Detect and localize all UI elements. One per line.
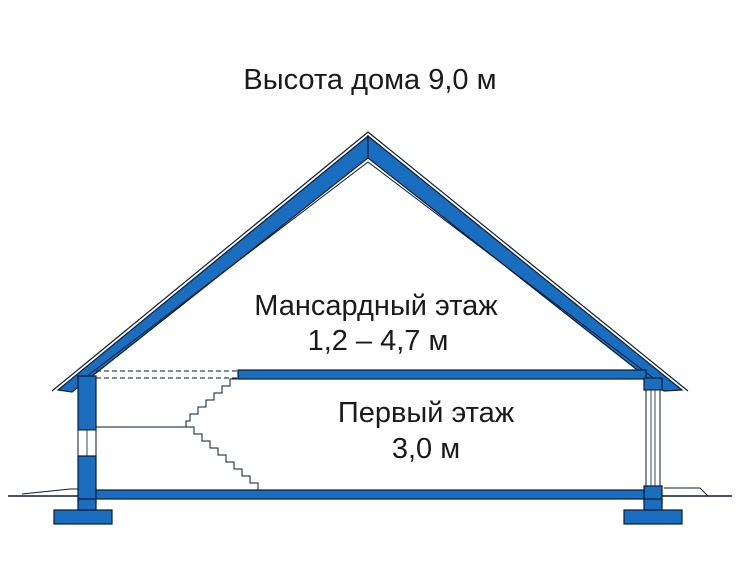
first-floor-height: 3,0 м	[391, 433, 461, 465]
right-glazing	[645, 389, 661, 487]
stair-upper-flight	[185, 378, 238, 427]
right-wall-top	[643, 377, 663, 391]
first-floor-name: Первый этаж	[337, 397, 515, 429]
roof-outline	[51, 131, 689, 392]
left-wall-lower	[77, 455, 97, 503]
roof-inner-line	[77, 161, 661, 384]
right-foundation	[623, 509, 683, 525]
ground-floor-slab	[95, 489, 645, 500]
left-wall-upper	[77, 375, 97, 431]
attic-floor-slab	[237, 369, 647, 380]
attic-floor-height: 1,2 – 4,7 м	[307, 325, 449, 357]
house-height-title: Высота дома 9,0 м	[243, 64, 497, 96]
attic-floor-name: Мансардный этаж	[254, 290, 498, 322]
right-terrace-outline	[664, 487, 709, 497]
left-foundation	[53, 509, 113, 525]
left-ground-slope	[21, 488, 78, 495]
roof-right-slope	[367, 134, 684, 392]
right-foundation-stem	[643, 498, 663, 511]
left-foundation-stem	[77, 498, 97, 511]
stair-lower-flight	[186, 426, 259, 490]
